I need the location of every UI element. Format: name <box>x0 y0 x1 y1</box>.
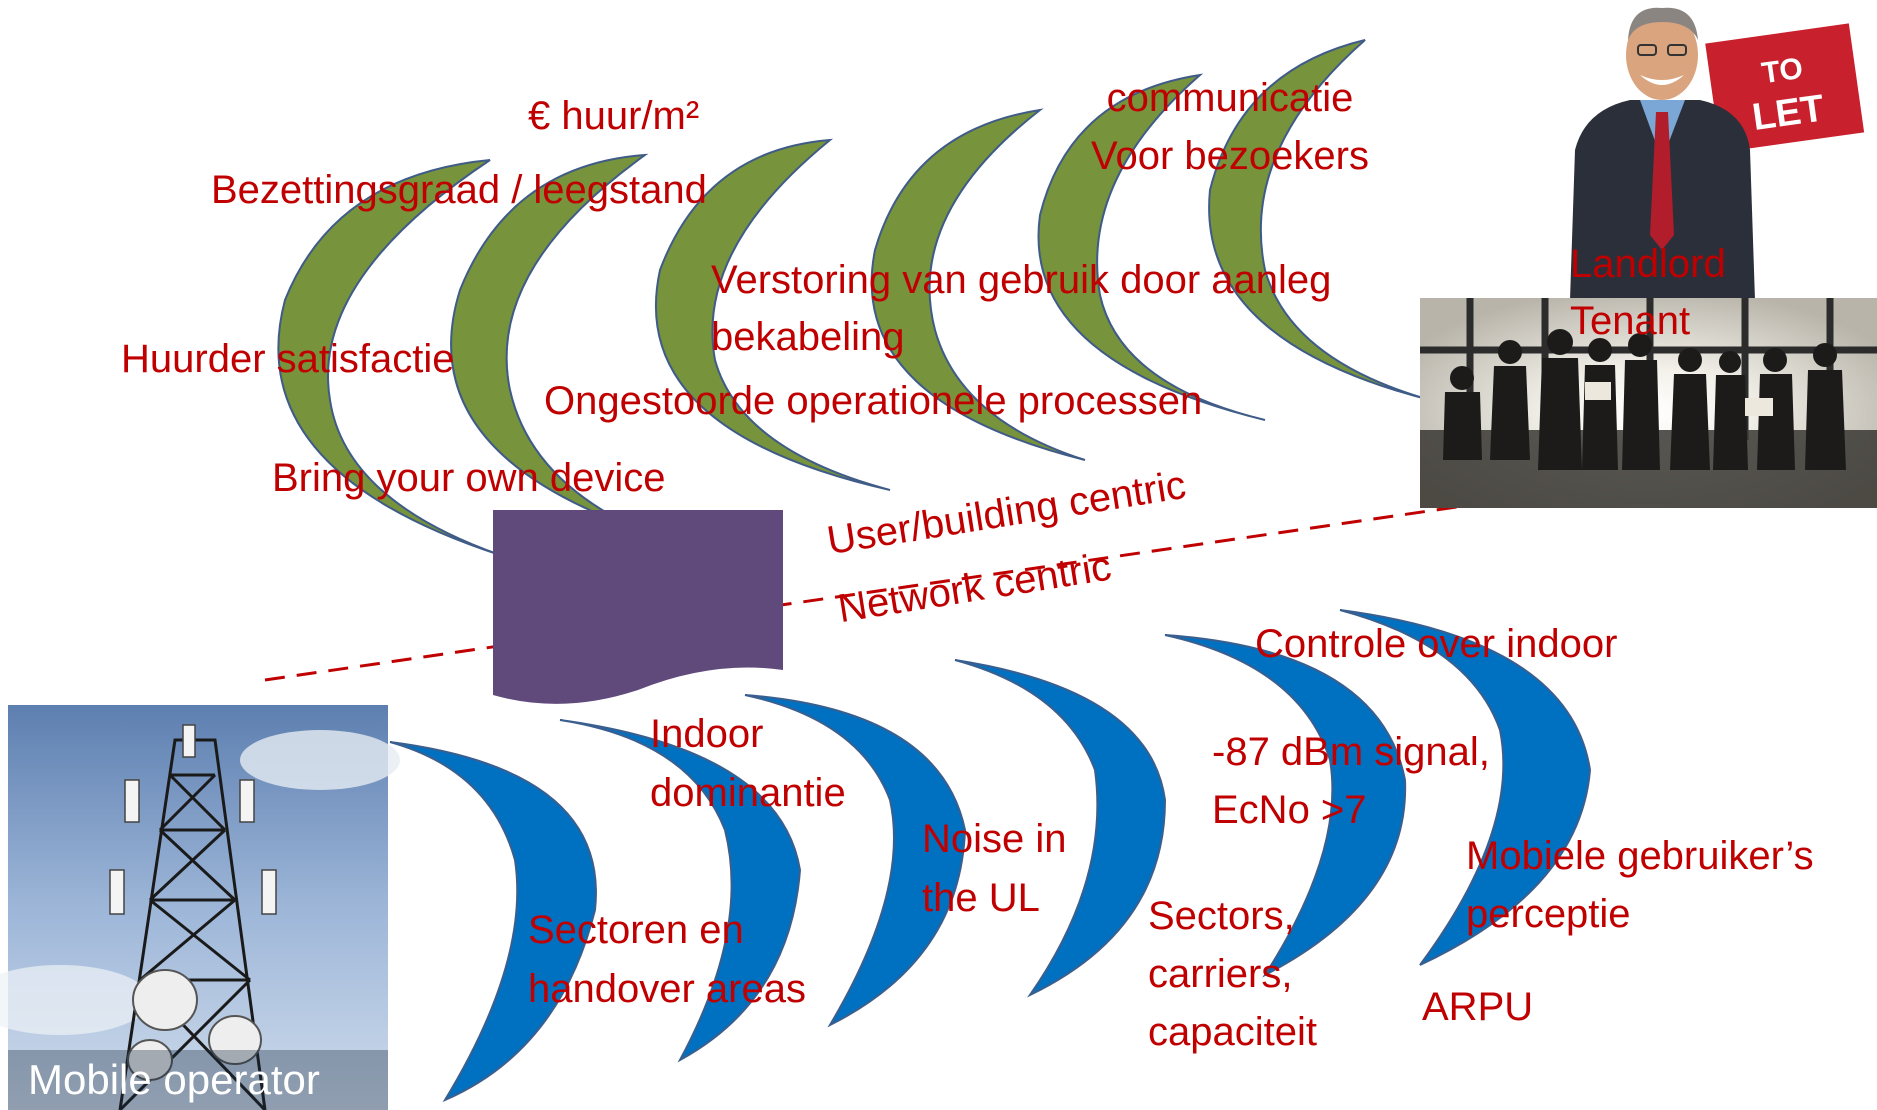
tenant-photo <box>1420 298 1877 508</box>
green-crescents <box>277 39 1431 556</box>
sectors-label: Sectors, carriers, capaciteit <box>1148 894 1317 1054</box>
green-crescent-2 <box>450 153 649 531</box>
blue-crescent-4 <box>954 659 1167 998</box>
sectoren-label: Sectoren en handover areas <box>528 908 806 1011</box>
byod-label: Bring your own device <box>272 456 666 500</box>
verstoring-label: Verstoring van gebruik door aanleg bekab… <box>711 258 1332 359</box>
operator-photo <box>0 705 400 1110</box>
controle-label: Controle over indoor <box>1255 622 1618 666</box>
tenant-label: Tenant <box>1570 299 1691 343</box>
landlord-photo: TO LET <box>1560 0 1870 300</box>
arpu-label: ARPU <box>1422 985 1534 1029</box>
landlord-label: Landlord <box>1570 242 1726 286</box>
blue-crescent-3 <box>744 694 967 1028</box>
huur-label: € huur/m² <box>528 94 700 138</box>
communicatie-label: communicatie Voor bezoekers <box>1091 76 1369 178</box>
green-crescent-4 <box>870 108 1086 461</box>
indoor-label: Indoor dominantie <box>650 712 846 815</box>
bezetting-label: Bezettingsgraad / leegstand <box>211 168 707 212</box>
blue-crescent-1 <box>389 741 597 1103</box>
green-crescent-6 <box>1208 39 1431 401</box>
green-crescent-3 <box>655 138 891 491</box>
noise-label: Noise in the UL <box>922 817 1067 920</box>
svg-text:TO: TO <box>1760 52 1805 90</box>
blue-crescent-2 <box>559 719 802 1063</box>
purple-box <box>493 510 783 704</box>
man-tie <box>1650 112 1674 250</box>
mobiele-label: Mobiele gebruiker’s perceptie <box>1466 834 1814 936</box>
blue-crescent-6 <box>1339 609 1592 966</box>
svg-text:LET: LET <box>1750 87 1827 139</box>
blue-crescent-5 <box>1164 634 1407 978</box>
green-crescent-5 <box>1037 73 1266 421</box>
huurder-label: Huurder satisfactie <box>121 337 455 381</box>
divider-line <box>264 503 1471 682</box>
to-let-sign-icon: TO LET <box>1699 17 1870 159</box>
ongestoorde-label: Ongestoorde operationele processen <box>544 379 1203 423</box>
green-crescent-1 <box>277 159 501 556</box>
mobile-operator-label: Mobile operator <box>28 1056 320 1103</box>
dbm-label: -87 dBm signal, EcNo >7 <box>1212 730 1490 832</box>
blue-crescents <box>389 609 1592 1103</box>
